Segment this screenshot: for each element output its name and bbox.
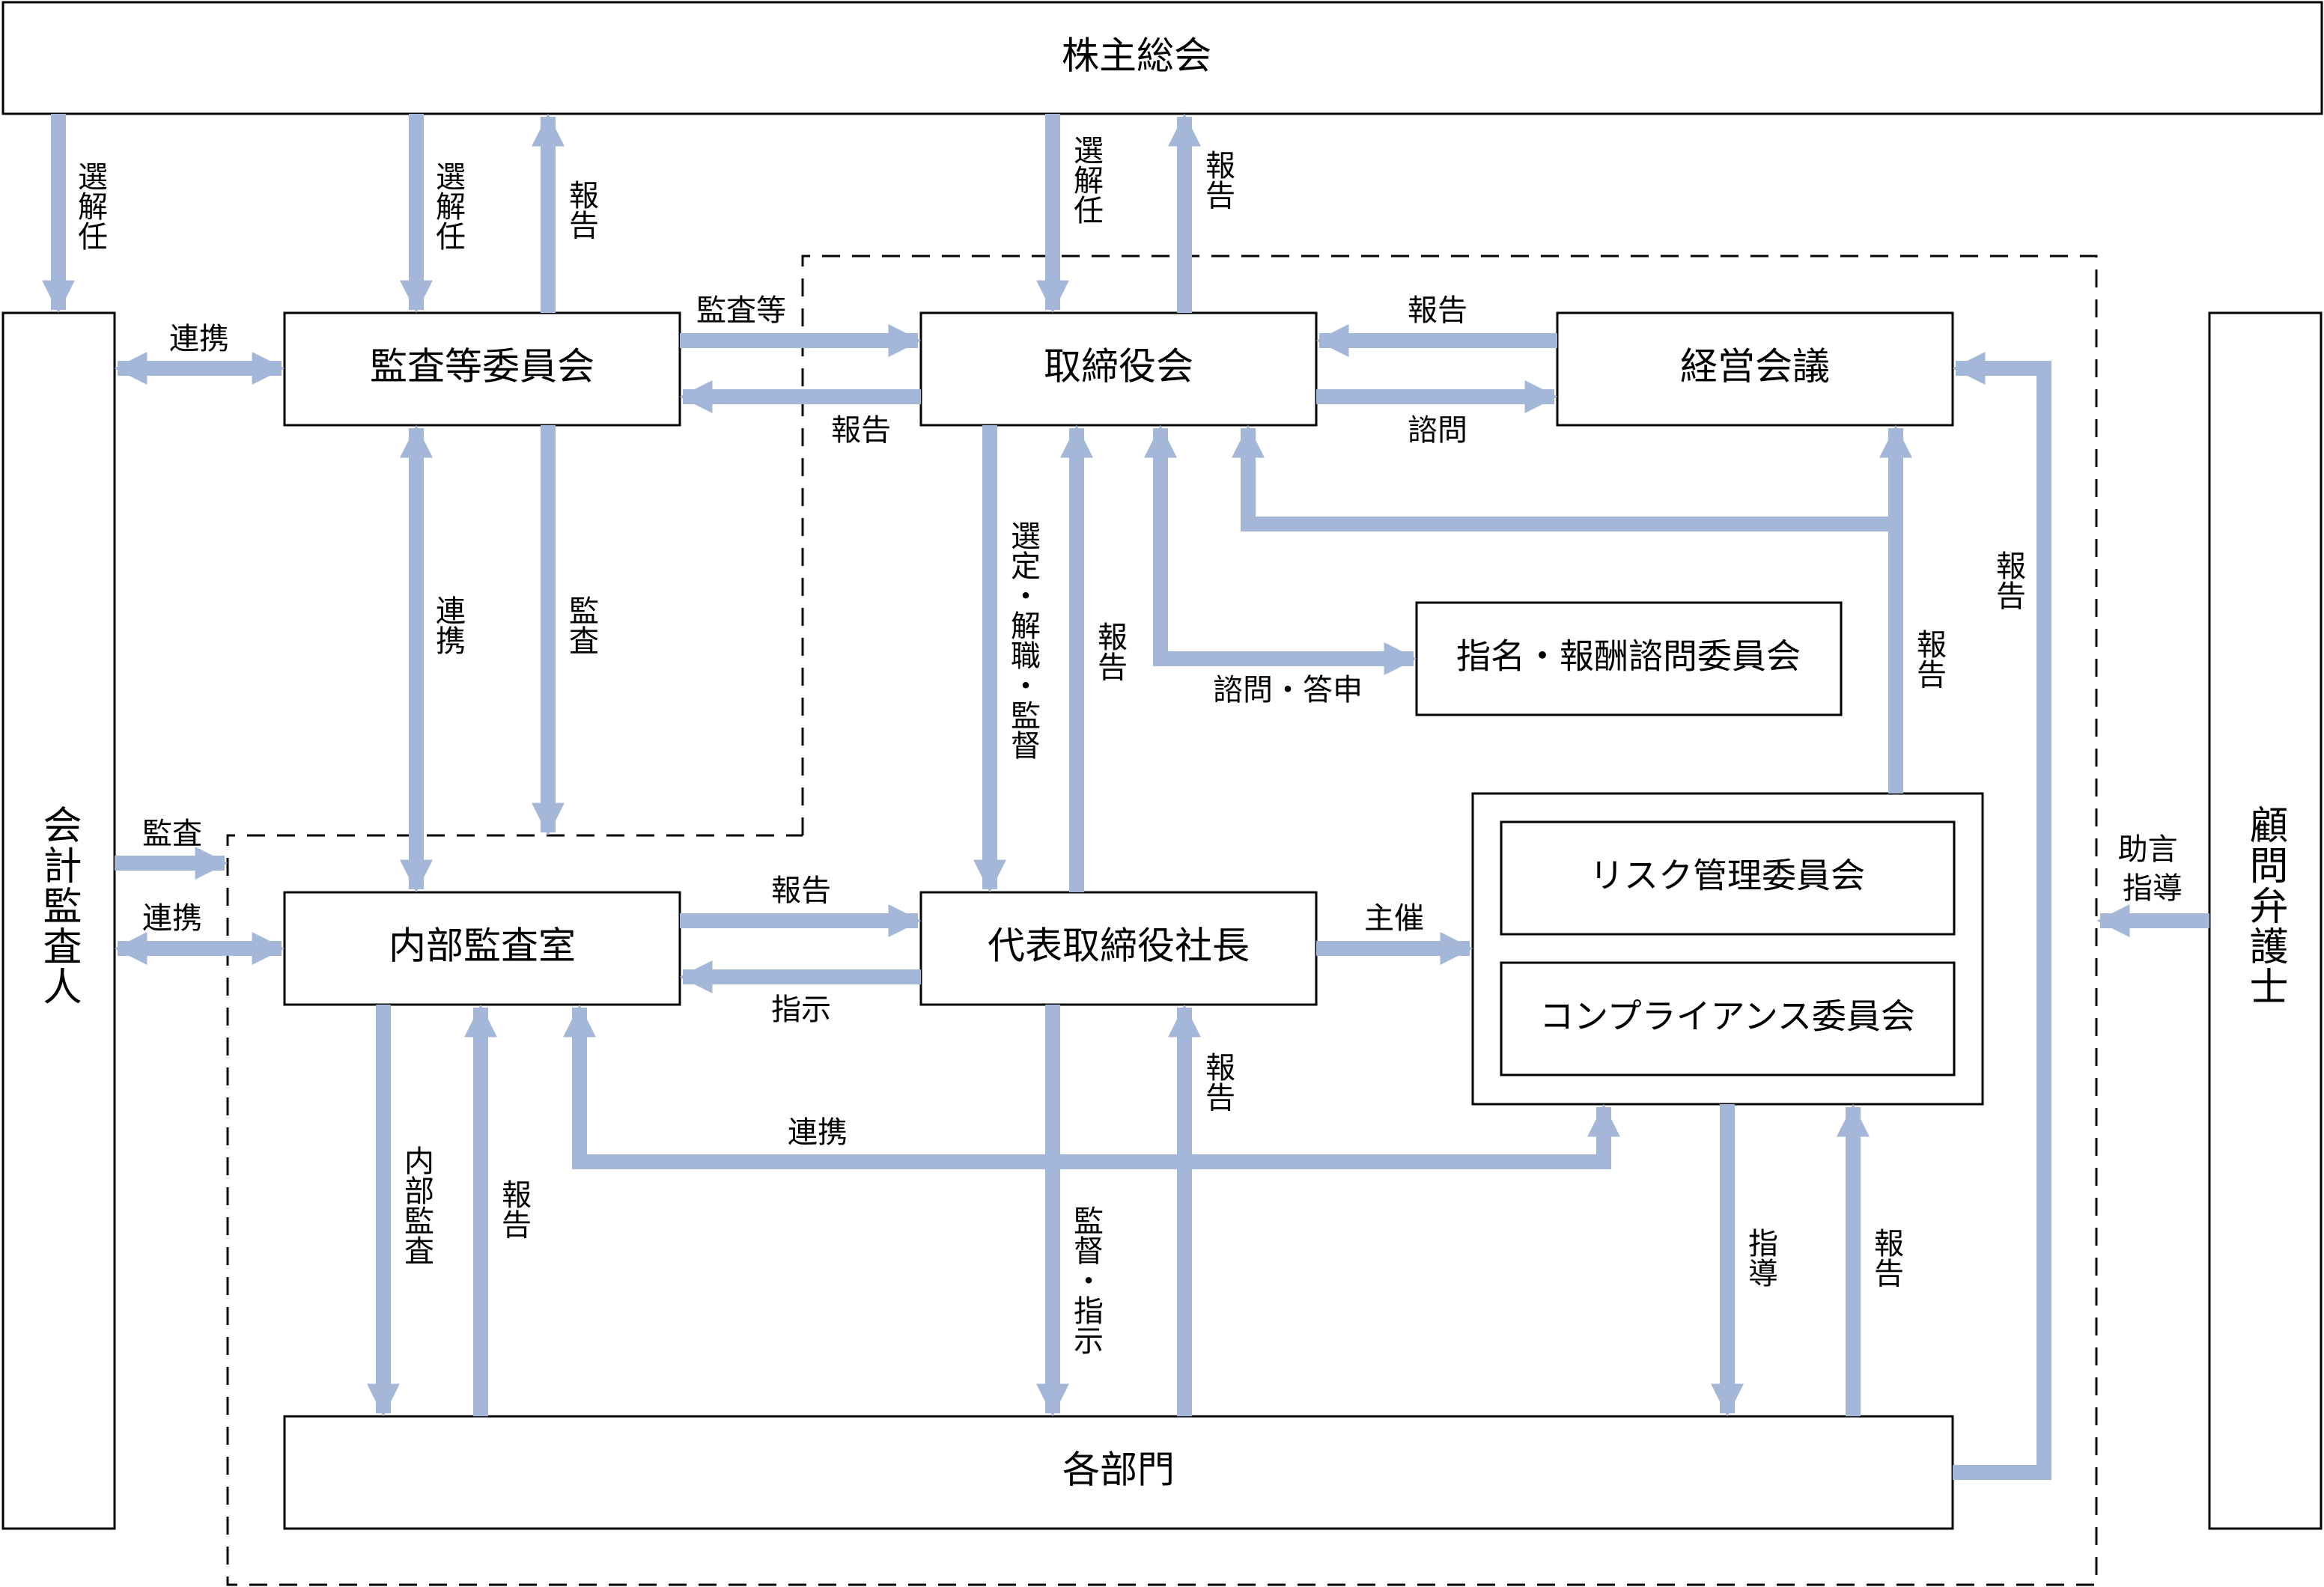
management-meeting-box [1556, 311, 1954, 427]
compliance-committee-label: コンプライアンス委員会 [1539, 996, 1915, 1037]
elect-dismiss-board-label: 選解任 [1068, 135, 1104, 225]
coop-auditor-committee-label: 連携 [169, 322, 229, 356]
audit-auditor-label: 監査 [142, 817, 202, 851]
arrow-committees-to-board [1231, 424, 1903, 794]
coop-committee-internal-label: 連携 [431, 595, 465, 655]
audit-committee-box [283, 311, 681, 427]
nomination-compensation-committee-label: 指名・報酬諮問委員会 [1456, 636, 1801, 677]
departments-label: 各部門 [1062, 1449, 1175, 1492]
report-dept-to-committees-label: 報告 [1869, 1228, 1903, 1288]
arrow-departments-to-mgmt [1952, 351, 2051, 1480]
president-label: 代表取締役社長 [988, 925, 1250, 968]
select-dismiss-supervise-label: 選定・解職・監督 [1006, 520, 1040, 760]
accounting-auditor-label: 会計監査人 [36, 805, 81, 1007]
report-board-to-committee-label: 報告 [831, 413, 891, 448]
coop-internal-committees-label: 連携 [788, 1115, 848, 1150]
management-meeting-label: 経営会議 [1680, 345, 1830, 389]
consult-board-to-mgmt-label: 諮問 [1408, 413, 1467, 448]
guidance-committees-label: 指導 [1743, 1228, 1777, 1288]
nomination-compensation-committee-box [1415, 601, 1843, 716]
board-scope-dashed-border [226, 255, 2098, 1586]
audit-committee-down-label: 監査 [564, 595, 598, 655]
internal-audit-office-label: 内部監査室 [389, 925, 576, 968]
report-internal-to-president-label: 報告 [771, 874, 831, 908]
supervise-instruct-label: 監督・指示 [1068, 1205, 1103, 1355]
advice-guidance-label: 助言 指導 [2118, 832, 2188, 906]
host-label: 主催 [1364, 901, 1424, 936]
arrow-internal-committees-coop [562, 1004, 1621, 1169]
report-far-right-label: 報告 [1991, 550, 2025, 610]
coop-auditor-internal-label: 連携 [142, 901, 202, 936]
board-of-directors-label: 取締役会 [1044, 345, 1193, 389]
connector-arrows [41, 113, 2209, 1480]
legal-advisor-label: 顧問弁護士 [2242, 805, 2287, 1007]
accounting-auditor-box [1, 311, 116, 1530]
risk-committee-box [1500, 820, 1956, 936]
elect-dismiss-auditor-label: 選解任 [73, 161, 108, 251]
report-committee-to-sh-label: 報告 [564, 180, 598, 240]
consult-report-label: 諮問・答申 [1213, 673, 1363, 707]
report-dept-to-internal-label: 報告 [496, 1179, 531, 1239]
board-of-directors-box [919, 311, 1318, 427]
arrow-board-nomination [1143, 424, 1417, 676]
report-dept-to-president-label: 報告 [1200, 1052, 1235, 1112]
report-president-to-board-label: 報告 [1092, 621, 1127, 681]
report-right-mgmt-label: 報告 [1911, 629, 1946, 689]
audit-etc-label: 監査等 [696, 293, 786, 328]
internal-audit-office-box [283, 891, 681, 1006]
shareholders-meeting-box [1, 1, 2323, 115]
report-mgmt-to-board-label: 報告 [1408, 293, 1467, 328]
elect-dismiss-committee-label: 選解任 [431, 161, 466, 251]
report-board-to-sh-label: 報告 [1200, 150, 1235, 210]
risk-committee-label: リスク管理委員会 [1590, 856, 1865, 896]
shareholders-meeting-label: 株主総会 [1062, 34, 1211, 78]
audit-committee-label: 監査等委員会 [370, 345, 594, 389]
instruct-president-to-internal-label: 指示 [771, 993, 831, 1027]
internal-audit-label: 内部監査 [399, 1145, 434, 1265]
